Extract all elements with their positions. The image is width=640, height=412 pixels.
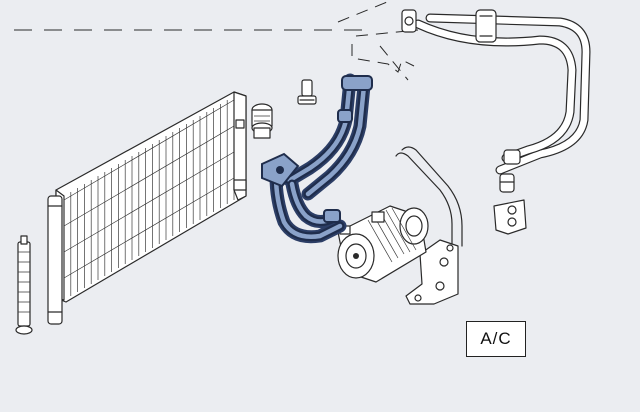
reference-lines <box>14 0 419 81</box>
receiver-drier-icon <box>15 235 33 335</box>
ac-label: A/C <box>466 321 526 357</box>
pressure-switch-icon <box>297 79 317 105</box>
drive-belt-icon <box>395 146 463 247</box>
condenser-icon <box>47 91 247 325</box>
highlighted-hose-icon <box>261 73 373 244</box>
suction-line-icon <box>401 9 591 193</box>
mounting-bracket-icon <box>405 239 459 305</box>
valve-cap-icon <box>251 103 273 139</box>
pipe-clip-icon <box>493 199 527 235</box>
compressor-icon <box>337 205 429 283</box>
